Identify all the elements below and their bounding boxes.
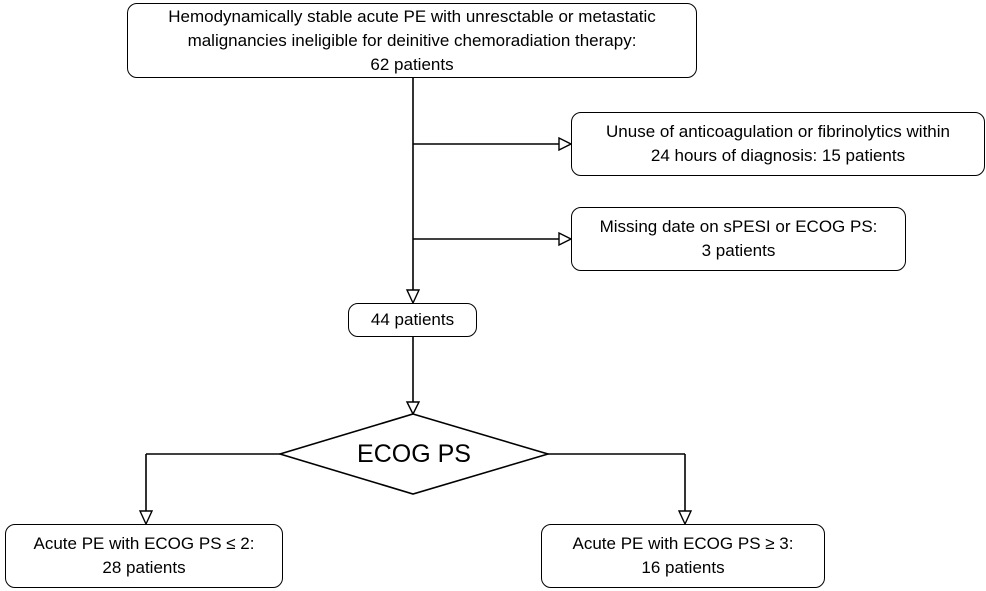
decision-diamond (277, 413, 551, 495)
group-low-ecog-box: Acute PE with ECOG PS ≤ 2: 28 patients (5, 524, 283, 588)
exclusion-box-anticoagulation: Unuse of anticoagulation or fibrinolytic… (571, 112, 985, 176)
decision-label: ECOG PS (357, 439, 471, 468)
arrowhead-exclusion-2 (558, 231, 573, 247)
exclusion-1-line-2: 24 hours of diagnosis: 15 patients (650, 146, 906, 165)
group-high-ecog-box: Acute PE with ECOG PS ≥ 3: 16 patients (541, 524, 825, 588)
start-box-line-2: malignancies ineligible for deinitive ch… (187, 30, 637, 50)
start-box: Hemodynamically stable acute PE with unr… (127, 3, 697, 78)
group-high-line-1: Acute PE with ECOG PS ≥ 3: (572, 534, 794, 553)
arrowhead-exclusion-1 (558, 136, 573, 152)
arrowhead-remaining (405, 289, 421, 305)
arrowhead-group-low (138, 510, 154, 526)
group-low-line-1: Acute PE with ECOG PS ≤ 2: (33, 534, 255, 553)
arrowhead-decision (405, 401, 421, 416)
exclusion-2-line-2: 3 patients (701, 241, 776, 260)
exclusion-box-missing-data: Missing date on sPESI or ECOG PS: 3 pati… (571, 207, 906, 271)
remaining-patients-label: 44 patients (370, 310, 455, 329)
exclusion-1-line-1: Unuse of anticoagulation or fibrinolytic… (606, 122, 950, 141)
remaining-patients-box: 44 patients (348, 303, 477, 337)
group-high-line-2: 16 patients (641, 558, 725, 577)
arrowhead-group-high (677, 510, 693, 526)
exclusion-2-line-1: Missing date on sPESI or ECOG PS: (599, 217, 878, 236)
start-box-line-3: 62 patients (370, 54, 454, 74)
group-low-line-2: 28 patients (102, 558, 186, 577)
start-box-line-1: Hemodynamically stable acute PE with unr… (168, 6, 656, 26)
